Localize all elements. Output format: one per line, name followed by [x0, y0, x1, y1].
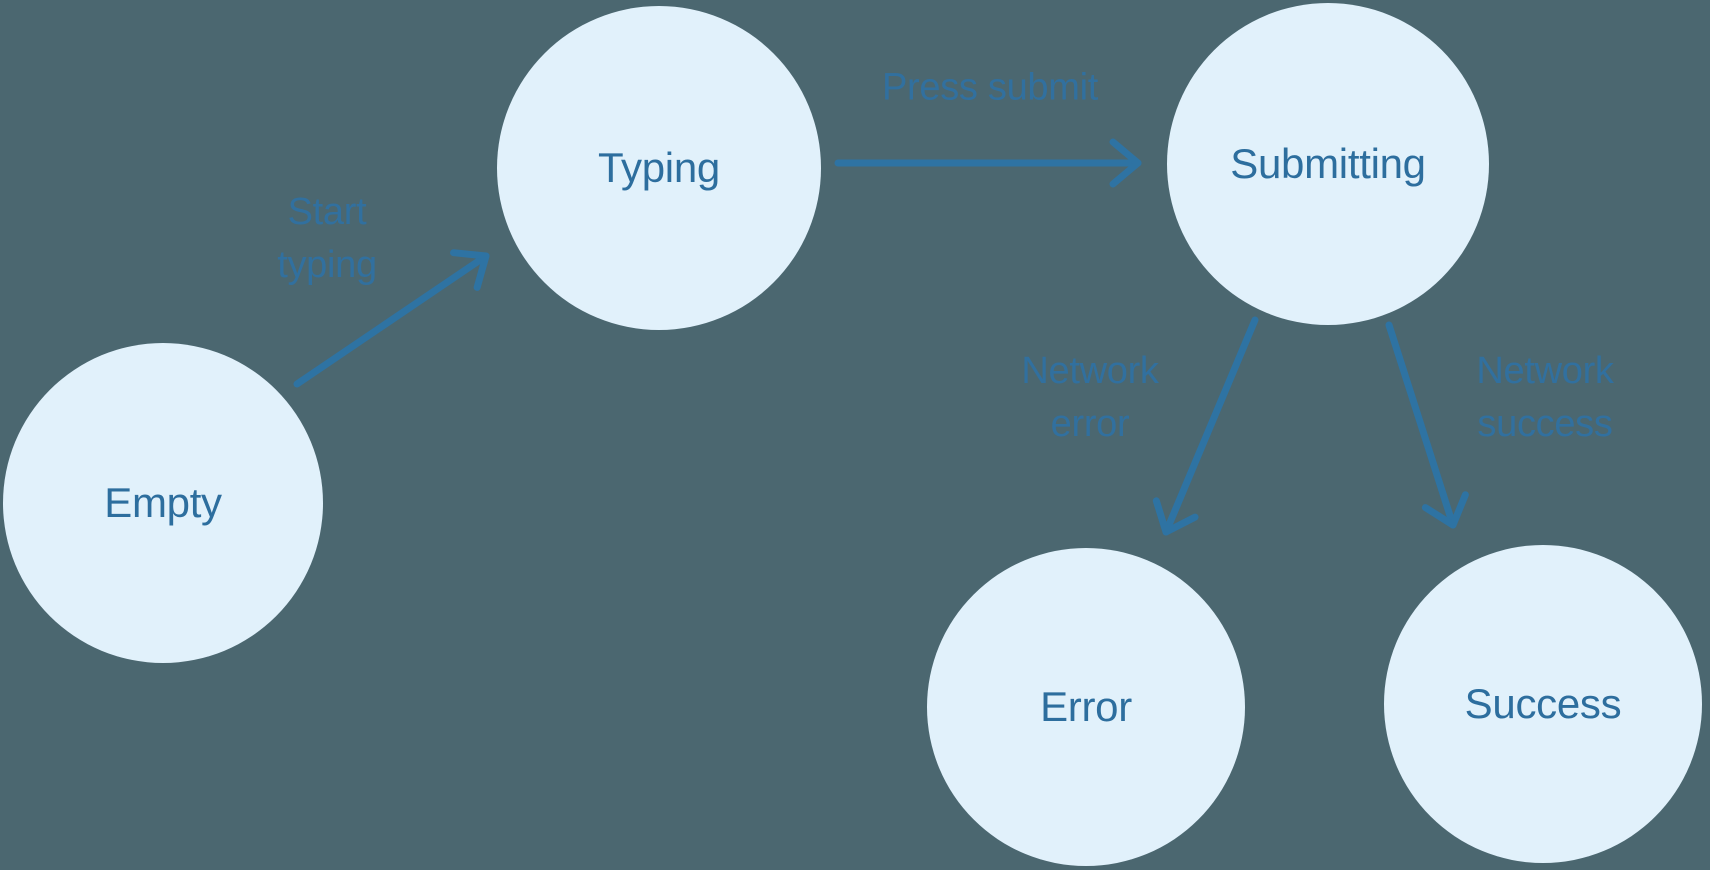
edge-label-line: Network — [1476, 350, 1614, 392]
edge-label-line: Start — [287, 191, 367, 233]
state-node-success: Success — [1384, 545, 1702, 863]
edge-label-line: typing — [277, 244, 377, 286]
state-node-empty: Empty — [3, 343, 323, 663]
state-node-error: Error — [927, 548, 1245, 866]
state-node-success-label: Success — [1464, 680, 1622, 727]
edge-label-network-success: Network success — [1476, 345, 1614, 451]
edge-arrow-network-success — [1385, 321, 1469, 529]
edge-label-line: Press submit — [881, 66, 1099, 109]
edge-label-line: Network — [1021, 350, 1159, 392]
state-node-submitting: Submitting — [1167, 3, 1489, 325]
state-node-typing-label: Typing — [598, 144, 720, 191]
state-node-submitting-label: Submitting — [1230, 140, 1426, 187]
edge-label-line: success — [1477, 403, 1613, 445]
state-node-error-label: Error — [1040, 683, 1132, 730]
edge-label-line: error — [1050, 403, 1130, 445]
edge-label-start-typing: Start typing — [277, 186, 377, 292]
state-node-typing: Typing — [497, 6, 821, 330]
edge-label-press-submit: Press submit — [882, 62, 1098, 115]
edge-label-network-error: Network error — [1021, 345, 1159, 451]
state-node-empty-label: Empty — [104, 479, 222, 526]
edge-arrow-network-error — [1152, 316, 1259, 536]
